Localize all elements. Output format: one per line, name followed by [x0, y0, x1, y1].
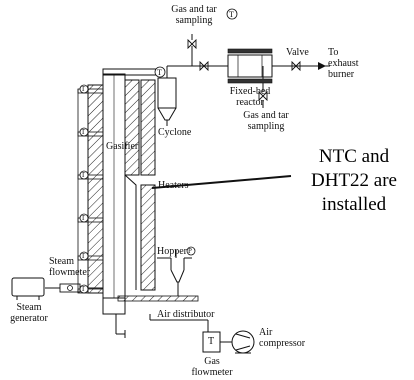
steam-generator [11, 277, 45, 300]
temperature-mark: T [157, 68, 162, 77]
frame-shelves [77, 88, 104, 294]
temperature-mark: T [81, 171, 86, 179]
heaters-label: Heaters [158, 180, 189, 191]
temperature-mark: T [81, 252, 86, 260]
flowmeter-mark: T [208, 336, 215, 347]
temperature-mark: T [81, 285, 86, 293]
sensor-symbols [79, 8, 238, 294]
steam-flowmeter-label: Steam flowmeter [49, 256, 91, 278]
valve-label: Valve [286, 47, 309, 58]
gas-tar-sampling-mid-label: Gas and tar sampling [243, 110, 289, 132]
pressure-mark: P [188, 247, 192, 255]
right-heaters [124, 79, 156, 291]
gas-tar-sampling-top-label: Gas and tar sampling [171, 4, 217, 26]
air-distributor-plate [117, 295, 199, 302]
temperature-mark: T [229, 10, 234, 19]
fixed-bed-reactor-label: Fixed-bed reactor [229, 86, 271, 108]
exhaust-burner-label: To exhaust burner [328, 47, 359, 80]
air-compressor-label: Air compressor [259, 327, 306, 349]
temperature-mark: T [81, 214, 86, 222]
gas-flowmeter-box [202, 331, 221, 353]
hopper [157, 250, 192, 296]
left-heater [87, 84, 104, 294]
sensor-installation-annotation: NTC and DHT22 are installed [311, 146, 397, 215]
air-compressor [231, 330, 255, 354]
gasifier-label: Gasifier [106, 141, 139, 152]
cyclone [157, 66, 177, 126]
air-feed-line [102, 297, 232, 343]
hopper-label: Hopper [157, 246, 187, 257]
gas-flowmeter-label: Gas flowmeter [191, 356, 233, 378]
temperature-mark: T [81, 85, 86, 93]
fixed-bed-reactor [227, 48, 273, 84]
temperature-mark: T [81, 128, 86, 136]
annotation-pointer-line [151, 175, 292, 189]
air-distributor-label: Air distributor [157, 309, 215, 320]
cyclone-label: Cyclone [158, 127, 192, 138]
steam-generator-label: Steam generator [10, 302, 48, 324]
